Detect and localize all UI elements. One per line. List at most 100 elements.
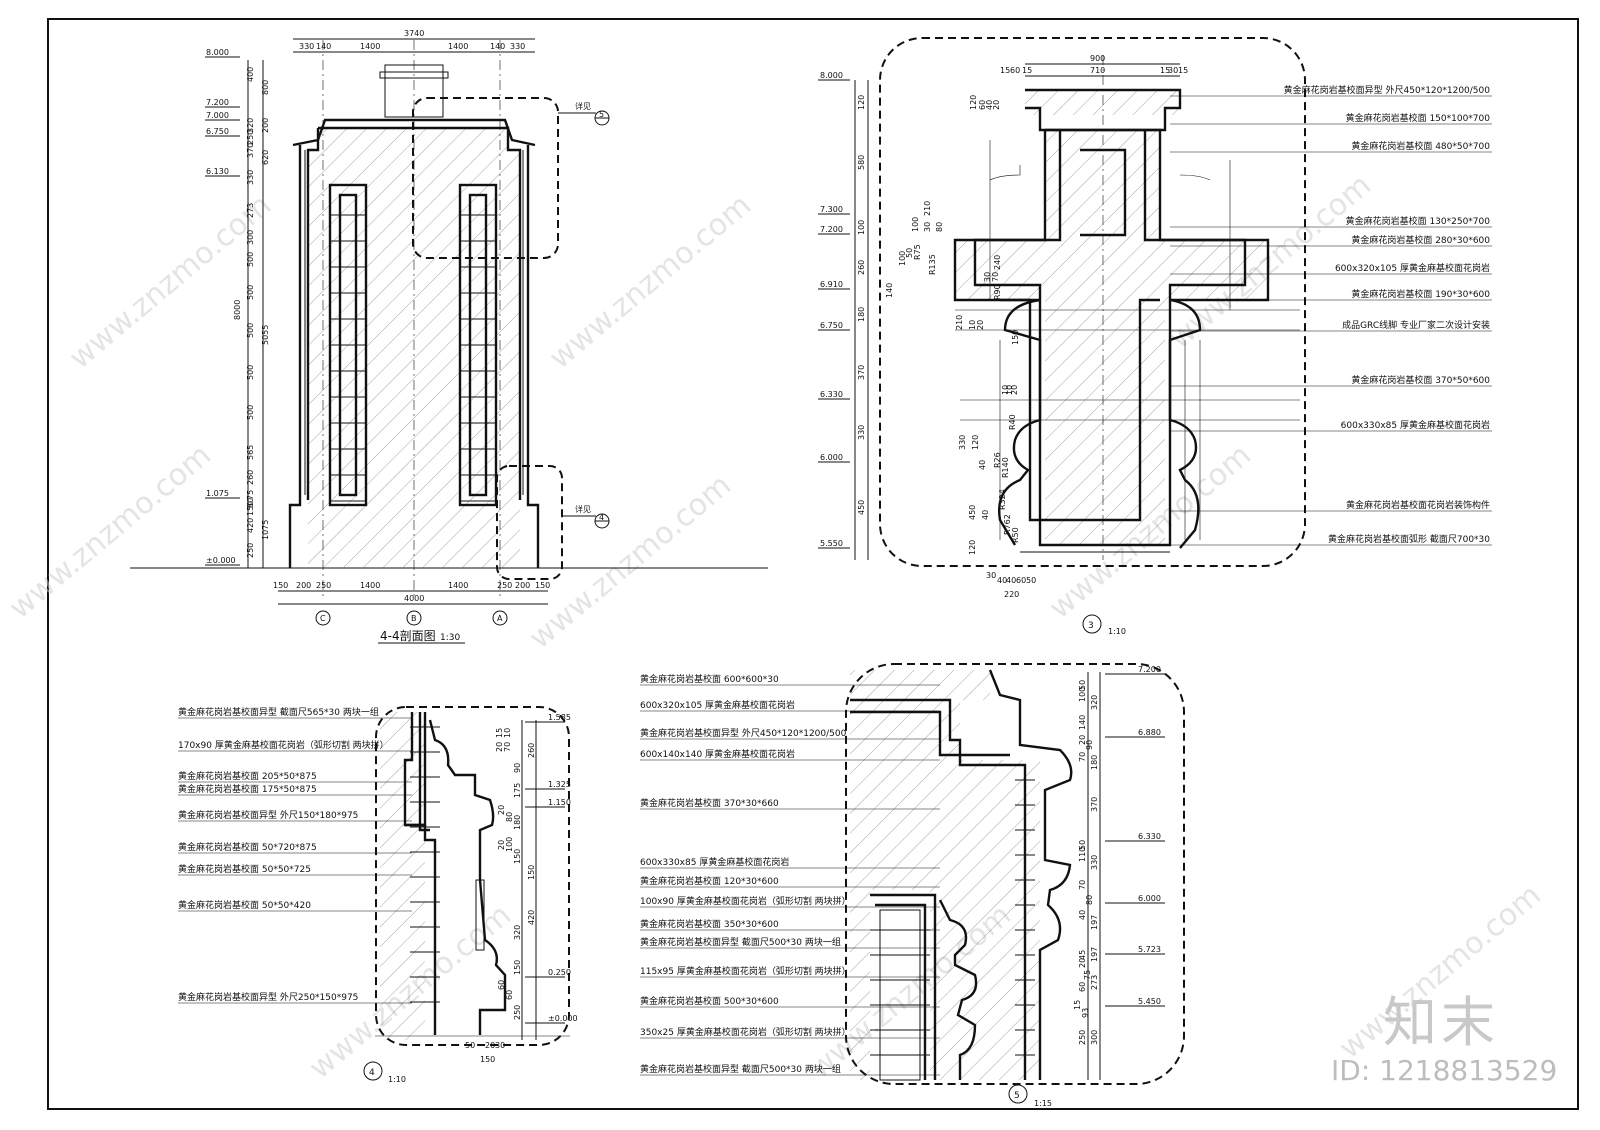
- detail5-elevation: 5.723: [1138, 945, 1161, 954]
- detail3-radius: R50: [1011, 527, 1020, 543]
- detail5-dim: 93: [1081, 1008, 1090, 1018]
- detail4-dim: 320: [513, 925, 522, 940]
- left-dim: 260: [246, 470, 255, 485]
- detail5-dim: 140: [1078, 715, 1087, 730]
- detail3-inner-dim: 450: [968, 505, 977, 520]
- detail4-elevation: 1.150: [548, 798, 571, 807]
- detail4-dim: 180: [513, 815, 522, 830]
- detail4-label: 黄金麻花岗岩基校面 50*50*420: [178, 899, 311, 911]
- detail3-inner-dim: 20: [1010, 385, 1019, 395]
- elevation-mark: ±0.000: [206, 556, 236, 565]
- detail5-label: 100x90 厚黄金麻基校面花岗岩（弧形切割 两块拼）: [640, 895, 851, 907]
- image-id-text: ID: 1218813529: [1331, 1054, 1558, 1087]
- left-dim-2: 200: [261, 118, 270, 133]
- detail3-bottom-dim: 220: [1004, 590, 1019, 599]
- detail3-label: 黄金麻花岗岩基校面弧形 截面尺700*30: [1328, 533, 1490, 545]
- left-dim-2: 800: [261, 80, 270, 95]
- left-dim-2: 620: [261, 150, 270, 165]
- detail5-label: 600x330x85 厚黄金麻基校面花岗岩: [640, 856, 789, 868]
- left-dim: 300: [246, 230, 255, 245]
- drawing-frame: [47, 18, 1579, 1110]
- detail3-top-dim: 15: [1000, 66, 1010, 75]
- left-dim: 370: [246, 143, 255, 158]
- detail5-label: 黄金麻花岗岩基校面异型 外尺450*120*1200/500: [640, 727, 847, 739]
- detail5-dim: 330: [1090, 855, 1099, 870]
- ladder-rungs: [330, 214, 496, 502]
- detail5-dim: 20: [1078, 958, 1087, 968]
- detail4-dim: 80: [505, 812, 514, 822]
- bottom-dim: 150: [535, 581, 550, 590]
- left-dim: 330: [246, 170, 255, 185]
- bottom-dim: 1400: [360, 581, 380, 590]
- bottom-dim: 250: [316, 581, 331, 590]
- detail3-label: 600x330x85 厚黄金麻基校面花岗岩: [1341, 419, 1490, 431]
- detail3-left-dim: 580: [857, 155, 866, 170]
- detail3-radius: R26: [993, 452, 1002, 468]
- detail4-label: 黄金麻花岗岩基校面异型 截面尺565*30 两块一组: [178, 706, 379, 718]
- detail3-number: 3: [1088, 621, 1094, 631]
- detail3-label: 黄金麻花岗岩基校面花岗岩装饰构件: [1346, 499, 1490, 511]
- detail5-elevation: 5.450: [1138, 997, 1161, 1006]
- detail3-inner-dim: 20: [992, 100, 1001, 110]
- detail3-inner-dim: 80: [935, 222, 944, 232]
- detail3-top-dim: 15: [1178, 66, 1188, 75]
- bottom-dim: 250: [497, 581, 512, 590]
- detail3-inner-dim: 140: [885, 283, 894, 298]
- detail5-label: 600x320x105 厚黄金麻基校面花岗岩: [640, 699, 795, 711]
- detail3-radius: R324: [998, 489, 1007, 510]
- detail3-inner-dim: 10: [968, 320, 977, 330]
- detail3-inner-dim: 240: [993, 255, 1002, 270]
- detail3-inner-dim: 30: [923, 222, 932, 232]
- detail5-dim: 15: [1073, 1000, 1082, 1010]
- detail3-elevation: 8.000: [820, 71, 843, 80]
- detail5-dim: 80: [1085, 895, 1094, 905]
- detail3-bottom-dim: 40: [1006, 576, 1016, 585]
- detail4-dim: 20: [497, 840, 506, 850]
- detail3-top-dim: 15: [1022, 66, 1032, 75]
- bottom-dim: 200: [296, 581, 311, 590]
- axis-label: A: [497, 614, 503, 623]
- top-dim: 140: [490, 42, 505, 51]
- left-dim: 320: [246, 118, 255, 133]
- axis-circle: [492, 610, 508, 626]
- detail3-radius: R40: [1008, 414, 1017, 430]
- detail3-label: 黄金麻花岗岩基校面 370*50*600: [1351, 374, 1490, 386]
- axis-circle: [315, 610, 331, 626]
- detail5-elevation: 7.200: [1138, 665, 1161, 674]
- detail3-top-dim: 30: [1168, 66, 1178, 75]
- top-dim: 330: [510, 42, 525, 51]
- section-title: 4-4剖面图: [380, 629, 436, 643]
- detail5-elevation: 6.880: [1138, 728, 1161, 737]
- detail3-label: 黄金麻花岗岩基校面 280*30*600: [1351, 234, 1490, 246]
- detail3-inner-dim: 40: [981, 510, 990, 520]
- detail4-dim: 420: [527, 910, 536, 925]
- detail4-dim: 60: [505, 990, 514, 1000]
- detail3-inner-dim: 40: [985, 100, 994, 110]
- detail4-label: 黄金麻花岗岩基校面异型 外尺250*150*975: [178, 991, 358, 1003]
- detail3-inner-dim: 10: [1001, 385, 1010, 395]
- left-dim: 565: [246, 445, 255, 460]
- detail5-dim: 50: [1078, 840, 1087, 850]
- detail3-inner-dim: 120: [971, 435, 980, 450]
- elevation-mark: 1.075: [206, 489, 229, 498]
- left-dim: 400: [246, 67, 255, 82]
- detail4-label: 黄金麻花岗岩基校面 175*50*875: [178, 783, 317, 795]
- brand-logo-text: 知末: [1383, 991, 1499, 1054]
- detail3-inner-dim: 100: [911, 217, 920, 232]
- detail5-dim: 197: [1090, 947, 1099, 962]
- left-dim: 420: [246, 518, 255, 533]
- detail5-dim: 70: [1078, 880, 1087, 890]
- detail5-dim: 50: [1078, 680, 1087, 690]
- detail3-top-dim: 710: [1090, 66, 1105, 75]
- detail5-dim: 273: [1090, 975, 1099, 990]
- detail3-bottom-dim: 60: [1016, 576, 1026, 585]
- detail3-bottom-dim: 40: [997, 576, 1007, 585]
- detail3-inner-dim: 210: [955, 315, 964, 330]
- bottom-dim: 150: [273, 581, 288, 590]
